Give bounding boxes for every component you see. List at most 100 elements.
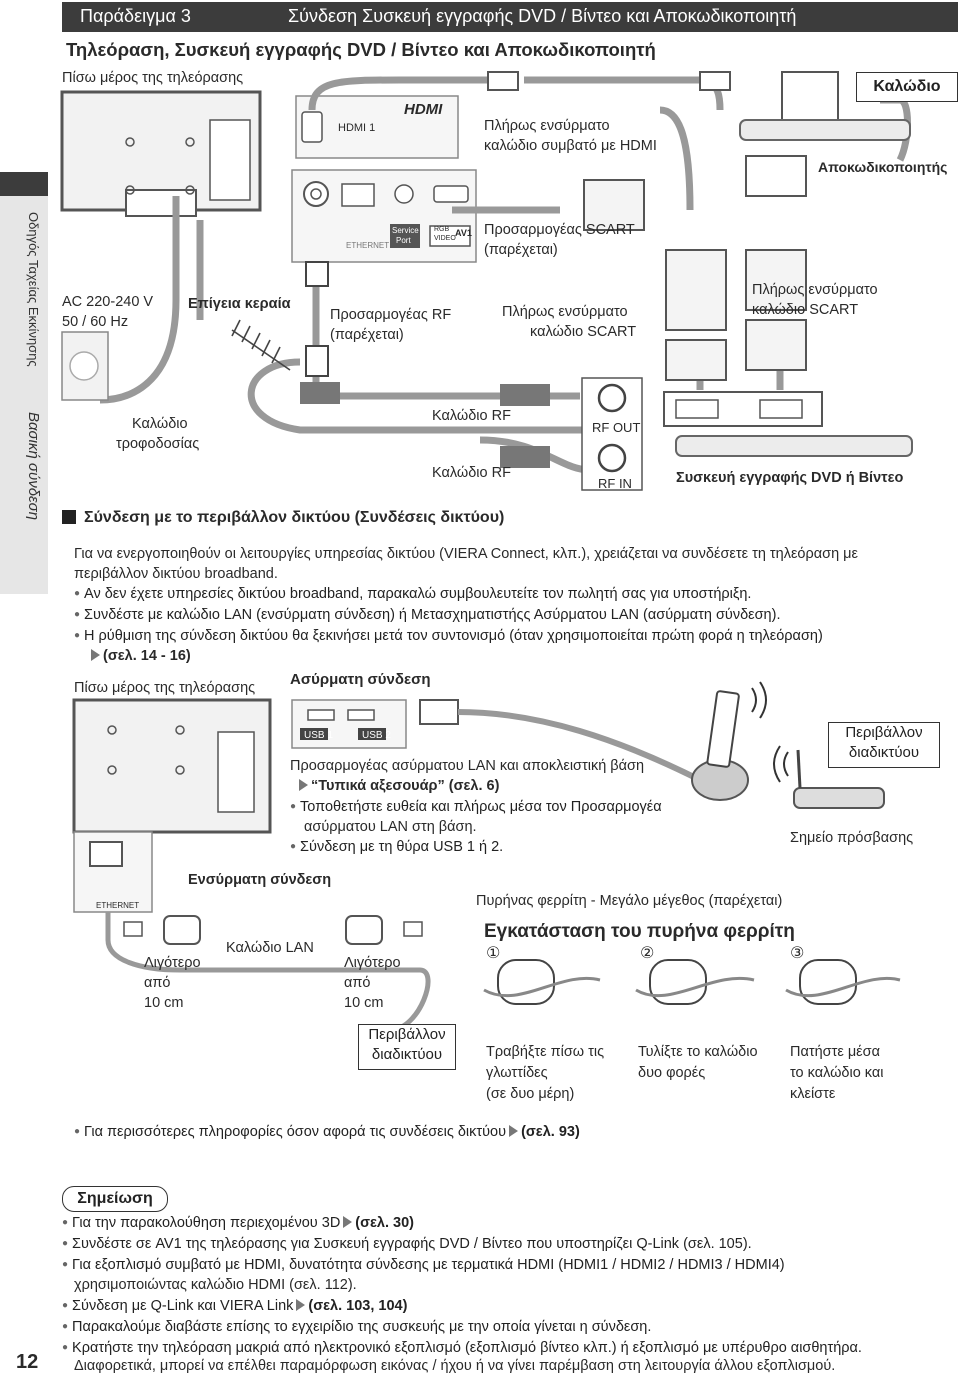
network-heading: Σύνδεση με το περιβάλλον δικτύου (Συνδέσ… [84, 509, 505, 526]
wired-label: Ενσύρματη σύνδεση [188, 872, 332, 888]
ac-label-1: AC 220-240 V [62, 294, 154, 310]
av1-label: AV1 [455, 228, 472, 238]
antenna-label: Επίγεια κεραία [188, 296, 291, 312]
tv-back-label: Πίσω μέρος της τηλεόρασης [62, 70, 244, 86]
side-tab [0, 172, 48, 594]
adapter-label-1: Προσαρμογέας ασύρματου LAN και αποκλειστ… [290, 758, 645, 774]
header-title: Σύνδεση Συσκευή εγγραφής DVD / Βίντεο κα… [288, 6, 797, 26]
short-2a: Λιγότερο [344, 955, 401, 971]
short-2c: 10 cm [344, 995, 384, 1011]
note-3: Για εξοπλισμό συμβατό με HDMI, δυνατότητ… [62, 1255, 785, 1277]
network-tv-back-label: Πίσω μέρος της τηλεόρασης [74, 680, 256, 696]
service-port-label-1: Service [392, 226, 419, 235]
network-bullet-3-ref: (σελ. 14 - 16) [88, 646, 191, 666]
adapter-bullet-1: Τοποθετήστε ευθεία και πλήρως μέσα τον Π… [290, 797, 662, 819]
page-ref-arrow-icon [91, 649, 100, 661]
hdmi-cable-label-1: Πλήρως ενσύρματο [484, 118, 610, 134]
side-tab-marker [0, 172, 48, 196]
header-bar: Παράδειγμα 3 Σύνδεση Συσκευή εγγραφής DV… [62, 2, 958, 32]
recorder-label: Συσκευή εγγραφής DVD ή Βίντεο [676, 470, 904, 486]
rf-in-label: RF IN [598, 476, 632, 491]
scart-cable-b-label-1: Πλήρως ενσύρματο [752, 282, 878, 298]
wireless-label: Ασύρματη σύνδεση [290, 671, 431, 688]
page-ref-arrow-icon [509, 1125, 519, 1137]
ferrite-label: Πυρήνας φερρίτη - Μεγάλο μέγεθος (παρέχε… [476, 893, 783, 909]
page-ref-arrow-icon [299, 779, 308, 791]
step2-text-2: δυο φορές [638, 1065, 706, 1081]
adapter-ref: “Τυπικά αξεσουάρ” (σελ. 6) [296, 776, 499, 796]
scart-cable-a-label-1: Πλήρως ενσύρματο [502, 304, 628, 320]
network-bullet-1: Αν δεν έχετε υπηρεσίες δικτύου broadband… [74, 584, 751, 606]
page-subtitle: Τηλεόραση, Συσκευή εγγραφής DVD / Βίντεο… [66, 39, 656, 60]
hdmi-cable-label-2: καλώδιο συμβατό με HDMI [484, 138, 657, 154]
ferrite-heading: Εγκατάσταση του πυρήνα φερρίτη [484, 921, 795, 942]
step3-text-3: κλείστε [790, 1086, 836, 1102]
ac-label-2: 50 / 60 Hz [62, 314, 129, 330]
network-bullet-3: Η ρύθμιση της σύνδεση δικτύου θα ξεκινήσ… [74, 626, 823, 648]
usb2-label: USB 2 [362, 730, 391, 741]
access-point-icon [793, 787, 885, 809]
section-marker [62, 510, 76, 524]
short-1a: Λιγότερο [144, 955, 201, 971]
step2-text-1: Τυλίξτε το καλώδιο [638, 1044, 758, 1060]
scart-adapter-label-2: (παρέχεται) [484, 242, 558, 258]
power-cable-label-1: Καλώδιο [132, 416, 188, 432]
page-ref-arrow-icon [343, 1216, 353, 1228]
step1-text-1: Τραβήξτε πίσω τις [486, 1044, 605, 1060]
decoder-label: Αποκωδικοποιητής [818, 159, 948, 175]
step1-text-2: γλωττίδες [486, 1065, 548, 1081]
video-label: VIDEO [434, 235, 456, 242]
short-2b: από [344, 975, 371, 991]
antenna-icon [231, 319, 291, 371]
step1-number: ① [486, 945, 501, 962]
connection-diagram [60, 71, 913, 491]
step3-text-2: το καλώδιο και [790, 1065, 884, 1081]
lan-cable-label: Καλώδιο LAN [226, 940, 314, 956]
rf-cable-label-1: Καλώδιο RF [432, 408, 511, 424]
step2-number: ② [640, 945, 655, 962]
power-cable-label-2: τροφοδοσίας [116, 436, 200, 452]
adapter-bullet-1b: ασύρματου LAN στη βάση. [304, 819, 477, 835]
short-1c: 10 cm [144, 995, 184, 1011]
note-4: Σύνδεση με Q-Link και VIERA Link(σελ. 10… [62, 1296, 407, 1318]
access-point-label: Σημείο πρόσβασης [790, 830, 914, 846]
rf-cable-label-2: Καλώδιο RF [432, 465, 511, 481]
network-ethernet-label: ETHERNET [96, 901, 140, 910]
network-diagram [72, 681, 901, 1033]
wifi-signal-icon [751, 681, 767, 719]
network-intro-1: Για να ενεργοποιηθούν οι λειτουργίες υπη… [74, 546, 858, 562]
network-intro-2: περιβάλλον δικτύου broadband. [74, 566, 278, 582]
step3-number: ③ [790, 945, 805, 962]
note-6: Κρατήστε την τηλεόραση μακριά από ηλεκτρ… [62, 1338, 862, 1360]
ethernet-port-label: ETHERNET [346, 241, 390, 250]
short-1b: από [144, 975, 171, 991]
step3-text-1: Πατήστε μέσα [790, 1044, 880, 1060]
decoder-device [739, 119, 911, 141]
service-port-label-2: Port [396, 236, 411, 245]
note-2: Συνδέστε σε AV1 της τηλεόρασης για Συσκε… [62, 1234, 752, 1256]
note-3b: χρησιμοποιώντας καλώδιο HDMI (σελ. 112). [74, 1277, 357, 1293]
step1-text-3: (σε δυο μέρη) [486, 1086, 575, 1102]
rf-adapter-label-1: Προσαρμογέας RF [330, 307, 452, 323]
page-number: 12 [16, 1351, 39, 1373]
note-1: Για την παρακολούθηση περιεχομένου 3D(σε… [62, 1213, 414, 1235]
adapter-bullet-2: Σύνδεση με τη θύρα USB 1 ή 2. [290, 837, 503, 859]
hdmi-port-label: HDMI 1 [338, 122, 376, 134]
note-5: Παρακαλούμε διαβάστε επίσης το εγχειρίδι… [62, 1317, 651, 1339]
rf-adapter-label-2: (παρέχεται) [330, 327, 404, 343]
rf-out-label: RF OUT [592, 420, 641, 435]
example-label: Παράδειγμα 3 [80, 6, 191, 26]
notes-title: Σημείωση [62, 1186, 168, 1212]
hdmi-logo: HDMI [404, 101, 443, 118]
cable-box-label: Καλώδιο [856, 72, 958, 102]
rgb-label: RGB [434, 226, 450, 233]
note-6b: Διαφορετικά, μπορεί να επέλθει παραμόρφω… [74, 1358, 836, 1374]
network-bullet-2: Συνδέστε με καλώδιο LAN (ενσύρματη σύνδε… [74, 605, 780, 627]
scart-cable-b-label-2: καλώδιο SCART [752, 302, 859, 318]
scart-adapter-label-1: Προσαρμογέας SCART [484, 222, 635, 238]
page-ref-arrow-icon [296, 1299, 306, 1311]
more-info: Για περισσότερες πληροφορίες όσον αφορά … [74, 1122, 580, 1144]
scart-cable-a-label-2: καλώδιο SCART [530, 324, 637, 340]
